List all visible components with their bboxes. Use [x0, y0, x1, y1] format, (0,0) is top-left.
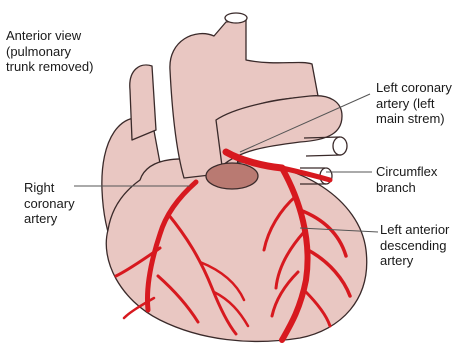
aorta-top-opening: [225, 13, 247, 23]
right-coronary-label: Right coronary artery: [24, 180, 75, 227]
circumflex-label: Circumflex branch: [376, 164, 437, 195]
superior-vena-cava: [130, 65, 156, 140]
lad-label: Left anterior descending artery: [380, 222, 449, 269]
aortic-valve: [206, 163, 258, 189]
left-coronary-label: Left coronary artery (left main strem): [376, 80, 452, 127]
view-label: Anterior view (pulmonary trunk removed): [6, 28, 93, 75]
vessel-opening-1: [333, 137, 347, 155]
